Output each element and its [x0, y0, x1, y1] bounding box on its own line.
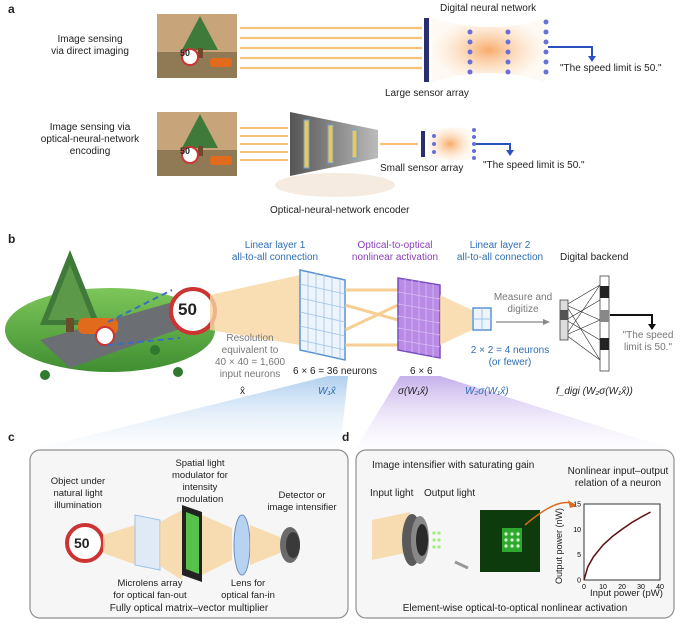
sign-text-c: 50 — [74, 535, 90, 551]
measure-label: Measure and digitize — [493, 292, 553, 315]
neurons4: 2 × 2 = 4 neurons (or fewer) — [470, 345, 550, 368]
chart-y-tick: 0 — [577, 578, 581, 585]
panel-d-graphic: 0 10 20 30 40 0 5 10 15 — [355, 449, 675, 619]
chart-x-tick: 10 — [599, 584, 607, 591]
nonlinear-title: Optical-to-optical nonlinear activation — [351, 240, 439, 263]
linear1-title: Linear layer 1 all-to-all connection — [231, 240, 319, 263]
zoom-cone-d — [355, 376, 675, 450]
image-intensifier-icon — [402, 514, 429, 566]
eq-fdigi: f_digi (W₂σ(W₁x̂)) — [556, 386, 633, 397]
input-light-label: Input light — [370, 488, 414, 499]
chart-x-tick: 30 — [637, 584, 645, 591]
panel-c-graphic — [29, 449, 349, 619]
object-label: Object under natural light illumination — [50, 476, 106, 511]
linear2-title: Linear layer 2 all-to-all connection — [456, 240, 544, 263]
large-sensor-array — [424, 18, 429, 82]
digital-backend-net — [559, 275, 656, 372]
output-light-label: Output light — [424, 488, 476, 499]
sign-text-b: 50 — [178, 300, 197, 319]
linear-layer-1 — [299, 269, 346, 361]
chart-x-tick: 0 — [582, 584, 586, 591]
beams-direct — [240, 26, 422, 70]
zoom-cone-c — [30, 376, 348, 450]
lens-fan-in — [233, 514, 251, 576]
large-sensor-label: Large sensor array — [385, 88, 469, 99]
panel-c-letter: c — [8, 430, 15, 444]
chart-series-line-overlay — [583, 511, 651, 581]
resolution-text: Resolution equivalent to 40 × 40 = 1,600… — [214, 333, 286, 380]
chart-x-tick: 40 — [656, 584, 664, 591]
row1-label: Image sensing via direct imaging — [51, 34, 129, 57]
lens-label: Lens for optical fan-in — [221, 578, 275, 601]
digital-nn-label: Digital neural network — [440, 3, 537, 14]
panel-a-letter: a — [8, 2, 15, 16]
onn-encoder — [275, 112, 395, 197]
size66: 6 × 6 — [410, 366, 433, 377]
beams-encoded — [240, 127, 418, 161]
chart-ticks: 0 10 20 30 40 0 5 10 15 — [573, 502, 664, 592]
chart-ylabel: Output power (nW) — [554, 507, 564, 584]
panel-b-graphic — [5, 250, 656, 380]
eq-w2: W₂σ(W₁x̂) — [465, 386, 509, 397]
digital-nn — [432, 18, 596, 82]
nonlinear-layer — [397, 277, 441, 359]
quote1: "The speed limit is 50." — [560, 63, 662, 74]
photo-direct — [157, 14, 237, 78]
panel-a-graphic — [157, 14, 596, 197]
nonlinear-chart-title: Nonlinear input–output relation of a neu… — [567, 466, 669, 489]
detector-label: Detector or image intensifier — [267, 490, 337, 513]
eq-x: x̂ — [240, 386, 245, 397]
digital-backend-label: Digital backend — [560, 252, 629, 263]
sign-text-a1: 50 — [180, 48, 191, 58]
linear-layer-2 — [472, 307, 492, 331]
small-sign-icon — [95, 326, 115, 346]
row2-label: Image sensing via optical-neural-network… — [40, 122, 140, 157]
photo-encoded — [157, 112, 237, 176]
detector-icon — [280, 527, 300, 563]
small-sensor-array — [421, 127, 514, 161]
chart-y-tick: 15 — [573, 502, 581, 509]
neurons36: 6 × 6 = 36 neurons — [293, 366, 377, 377]
encoder-label: Optical-neural-network encoder — [270, 205, 410, 216]
panel-d-footer: Element-wise optical-to-optical nonlinea… — [402, 603, 628, 614]
nonlinear-chart: 0 10 20 30 40 0 5 10 15 — [573, 502, 664, 592]
eq-w1x: W₁x̂ — [318, 386, 336, 397]
chart-x-tick: 20 — [618, 584, 626, 591]
sign-text-a2: 50 — [180, 146, 191, 156]
eq-sigma: σ(W₁x̂) — [398, 386, 429, 397]
microlens-label: Microlens array for optical fan-out — [113, 578, 187, 601]
intensifier-title: Image intensifier with saturating gain — [372, 460, 535, 471]
microlens-array — [134, 514, 161, 571]
panel-d-letter: d — [342, 430, 350, 444]
panel-b-letter: b — [8, 232, 16, 246]
slm-label: Spatial light modulator for intensity mo… — [172, 458, 228, 505]
small-sensor-label: Small sensor array — [380, 163, 464, 174]
chart-plot-area — [583, 503, 661, 581]
quote2: "The speed limit is 50." — [483, 160, 585, 171]
chart-y-tick: 10 — [573, 527, 581, 534]
panel-c-footer: Fully optical matrix–vector multiplier — [109, 603, 269, 614]
quote-b: "The speed limit is 50." — [622, 330, 674, 353]
chart-xlabel: Input power (pW) — [590, 588, 663, 599]
chart-y-tick: 5 — [577, 552, 581, 559]
